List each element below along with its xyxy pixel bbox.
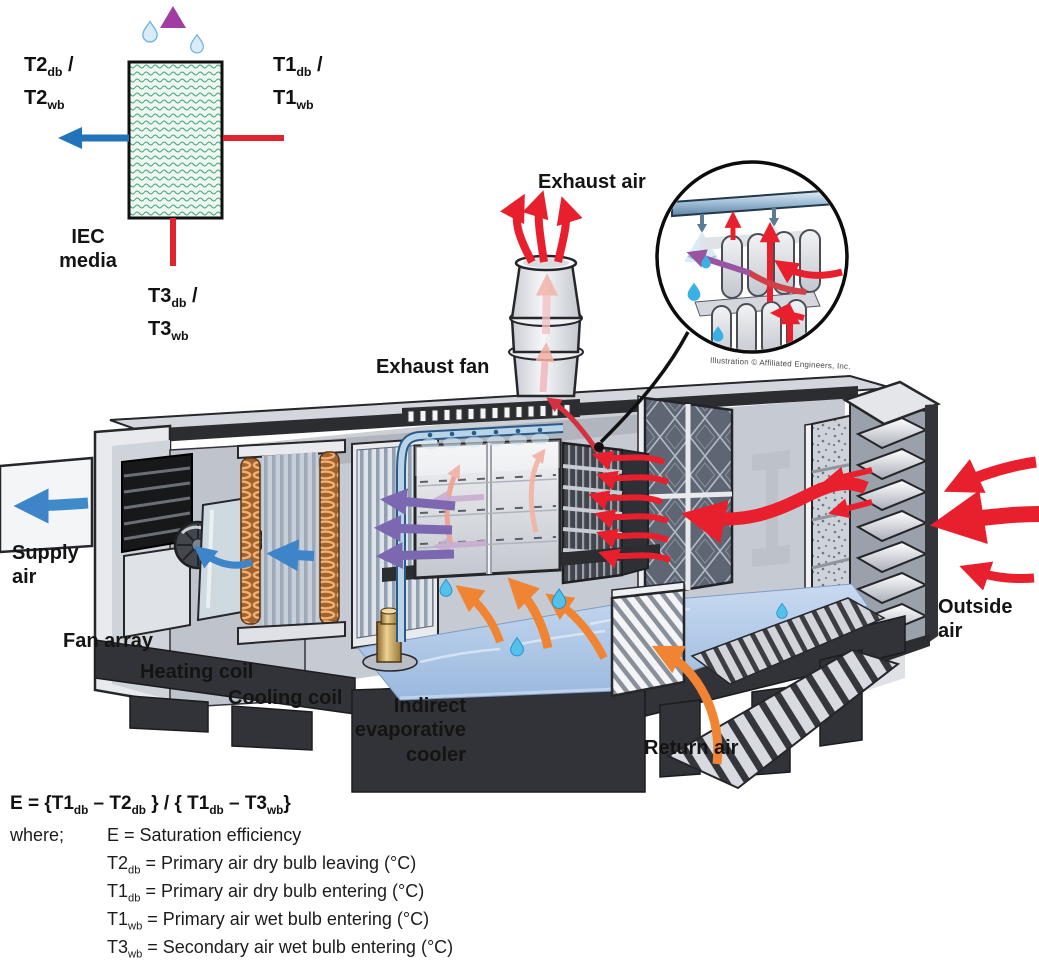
definition-t3wb: T3wb = Secondary air wet bulb entering (… — [107, 937, 454, 961]
label-t3: T3db / T3wb — [148, 285, 198, 343]
floor-grille-front — [665, 648, 901, 790]
label-exhaust-fan: Exhaust fan — [376, 356, 490, 378]
ahu-unit — [0, 374, 941, 793]
saturation-efficiency-formula: E = {T1db – T2db } / { T1db – T3wb} — [10, 793, 291, 817]
inset-leader-line — [599, 331, 690, 444]
spray-detail-inset — [655, 160, 849, 354]
definition-e: E = Saturation efficiency — [107, 825, 302, 845]
label-exhaust-air: Exhaust air — [538, 171, 646, 193]
label-outside-air: Outside air — [938, 596, 1013, 643]
label-iec-media: IEC media — [59, 226, 117, 273]
label-return-air: Return air — [644, 737, 739, 759]
mist-eliminator — [402, 399, 580, 426]
exhaust-fan-stack — [508, 254, 584, 398]
label-t1: T1db / T1wb — [273, 54, 323, 112]
unit-base — [94, 615, 906, 793]
outside-air-arrows — [929, 456, 1039, 591]
label-supply-air: Supply air — [12, 542, 79, 589]
label-indirect-evaporative-cooler: Indirect evaporative cooler — [354, 695, 466, 766]
where-label: where; — [10, 825, 65, 845]
definition-t1db: T1db = Primary air dry bulb entering (°C… — [107, 881, 425, 905]
label-fan-array: Fan array — [63, 630, 154, 652]
definition-t1wb: T1wb = Primary air wet bulb entering (°C… — [107, 909, 430, 933]
iec-schematic — [58, 6, 284, 266]
return-louver-bank — [610, 581, 686, 698]
heating-coil-graphic — [237, 438, 346, 646]
inset-leader-dot — [594, 442, 604, 452]
definition-t2db: T2db = Primary air dry bulb leaving (°C) — [107, 853, 417, 877]
supply-louver — [121, 452, 193, 554]
label-heating-coil: Heating coil — [140, 661, 254, 683]
label-cooling-coil: Cooling coil — [228, 687, 343, 709]
floor-grate-back — [690, 597, 886, 685]
exhaust-air-arrows — [500, 190, 583, 264]
flow-arrows — [13, 397, 873, 765]
label-t2: T2db / T2wb — [24, 54, 74, 112]
water-pipe — [396, 423, 564, 642]
